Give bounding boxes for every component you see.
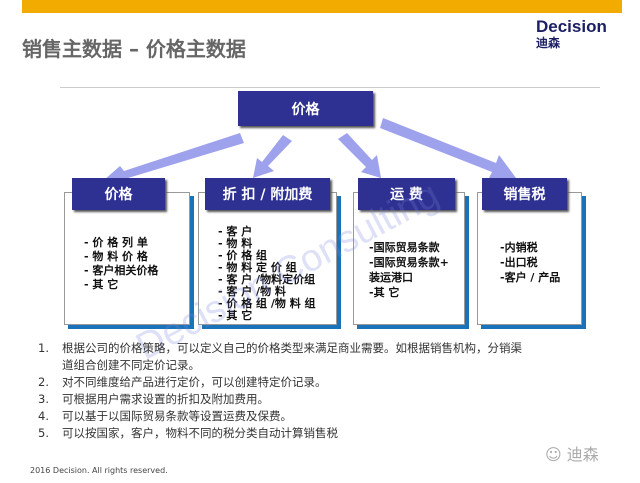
list-item: - 价 格 列 单 (84, 236, 148, 249)
notes-list: 1. 根据公司的价格策略，可以定义自己的价格类型来满足商业需要。如根据销售机构，分… (38, 340, 522, 442)
box-freight-body (353, 192, 465, 325)
note-text: 可以按国家，客户，物料不同的税分类自动计算销售税 (62, 426, 338, 440)
note-item: 3. 可根据用户需求设置的折扣及附加费用。 (38, 391, 522, 408)
note-item: 4. 可以基于以国际贸易条款等设置运费及保费。 (38, 408, 522, 425)
list-item: - 其 它 (218, 309, 253, 322)
list-item: - 客 户 (218, 225, 253, 238)
box-tax-body (477, 192, 582, 325)
list-item: - 其 它 (84, 278, 119, 291)
box-price-items: - 价 格 列 单 - 物 料 价 格 - 客户相关价格 - 其 它 (84, 236, 158, 292)
list-item: -国际贸易条款 (369, 241, 440, 254)
wechat-mark: ☺ 迪森 (545, 441, 599, 465)
arrow-right (338, 133, 381, 178)
list-item: - 物 料 价 格 (84, 250, 148, 263)
top-accent-bar (22, 0, 622, 13)
list-item: -其 它 (369, 286, 400, 299)
list-item: - 物 料 (218, 237, 253, 250)
note-item: 2. 对不同维度给产品进行定价，可以创建特定价记录。 (38, 374, 522, 391)
box-freight-header: 运 费 (358, 178, 455, 210)
note-number: 3. (38, 392, 49, 406)
note-number: 4. (38, 409, 49, 423)
note-number: 1. (38, 341, 49, 355)
note-item: 5. 可以按国家，客户，物料不同的税分类自动计算销售税 (38, 425, 522, 442)
note-text: 可以基于以国际贸易条款等设置运费及保费。 (62, 409, 292, 423)
logo: Decision 迪森 (536, 17, 607, 51)
list-item: - 客 户 /物料定价组 (218, 273, 316, 286)
note-number: 5. (38, 426, 49, 440)
wechat-icon: ☺ (545, 445, 567, 464)
box-tax-items: -内销税 -出口税 -客户 / 产品 (500, 240, 560, 285)
box-price-header: 价格 (72, 178, 165, 210)
box-tax-header: 销售税 (482, 178, 567, 210)
list-item: -出口税 (500, 256, 538, 269)
note-text: 对不同维度给产品进行定价，可以创建特定价记录。 (62, 375, 327, 389)
footer-copyright: 2016 Decision. All rights reserved. (30, 466, 168, 475)
logo-cn: 迪森 (536, 36, 561, 50)
arrow-left-far (104, 133, 244, 186)
list-item: - 客户相关价格 (84, 264, 159, 277)
list-item: -内销税 (500, 241, 538, 254)
logo-en: Decision (536, 17, 607, 36)
arrow-left (253, 135, 292, 178)
box-price-body (64, 192, 190, 325)
list-item: 装运港口 (369, 271, 413, 284)
box-discount-items: - 客 户 - 物 料 - 价 格 组 - 物 料 定 价 组 - 客 户 /物… (218, 226, 316, 322)
arrow-right-far (380, 118, 516, 180)
note-text: 可根据用户需求设置的折扣及附加费用。 (62, 392, 269, 406)
note-number: 2. (38, 375, 49, 389)
box-discount-body (198, 192, 337, 325)
divider (60, 87, 600, 88)
box-discount-header: 折 扣 / 附加费 (205, 178, 330, 210)
note-text: 根据公司的价格策略，可以定义自己的价格类型来满足商业需要。如根据销售机构，分销渠… (62, 341, 522, 372)
list-item: -国际贸易条款+ (369, 256, 449, 269)
list-item: -客户 / 产品 (500, 271, 561, 284)
root-price-box: 价格 (238, 91, 373, 126)
box-freight-items: -国际贸易条款 -国际贸易条款+ 装运港口 -其 它 (369, 240, 449, 300)
list-item: - 价 格 组 /物 料 组 (218, 297, 316, 310)
note-item: 1. 根据公司的价格策略，可以定义自己的价格类型来满足商业需要。如根据销售机构，分… (38, 340, 522, 374)
wechat-mark-text: 迪森 (566, 445, 599, 464)
list-item: - 客 户 /物 料 (218, 285, 286, 298)
list-item: - 物 料 定 价 组 (218, 261, 297, 274)
page-title: 销售主数据 – 价格主数据 (22, 37, 246, 61)
list-item: - 价 格 组 (218, 249, 268, 262)
